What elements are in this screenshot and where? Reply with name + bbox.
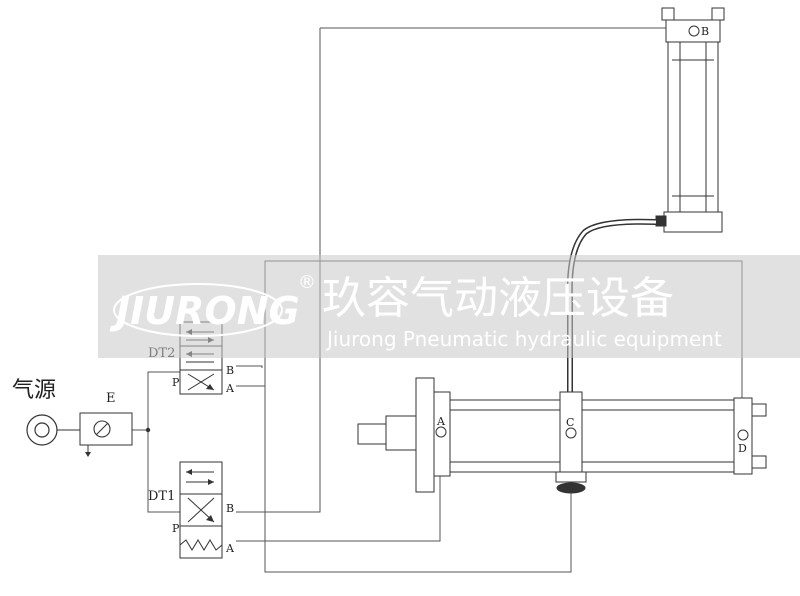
watermark-brand-logo: JIURONG xyxy=(109,289,300,333)
watermark-registered-mark: ® xyxy=(298,272,316,293)
valve-dt2-port-p: P xyxy=(172,376,180,389)
watermark: JIURONG ® 玖容气动液压设备 Jiurong Pneumatic hyd… xyxy=(98,255,800,358)
line-right-frame xyxy=(236,28,321,513)
line-dt2-b-to-booster-b xyxy=(236,365,263,368)
line-dt1-a-to-cyl-a xyxy=(236,470,441,542)
valve-dt2-port-a: A xyxy=(225,382,235,395)
valve-dt1-port-b: B xyxy=(226,502,234,515)
watermark-company-en: Jiurong Pneumatic hydraulic equipment xyxy=(325,327,722,351)
valve-dt1-label: DT1 xyxy=(148,489,175,504)
cylinder-port-c: C xyxy=(566,416,574,429)
cylinder-port-d: D xyxy=(738,442,747,455)
booster-cylinder: B xyxy=(655,7,725,233)
filter-label: E xyxy=(106,391,116,406)
valve-dt1-port-p: P xyxy=(172,522,180,535)
line-bottom-loop xyxy=(264,386,572,573)
booster-port-b: B xyxy=(701,25,709,38)
air-source-inner-circle xyxy=(34,422,50,438)
watermark-company-cn: 玖容气动液压设备 xyxy=(322,273,674,324)
air-source-outer-circle xyxy=(26,414,58,446)
solenoid-valve-dt1: DT1 P A B xyxy=(148,461,235,559)
air-source-label: 气源 xyxy=(12,378,56,403)
valve-dt1-port-a: A xyxy=(225,542,235,555)
supply-line-lower xyxy=(147,430,180,513)
main-cylinder: A C D xyxy=(357,377,767,494)
watermark-band xyxy=(98,255,800,358)
filter-regulator: E xyxy=(79,391,151,457)
supply-line xyxy=(131,371,180,431)
air-source: 气源 xyxy=(12,378,80,446)
valve-dt2-port-b: B xyxy=(226,364,234,377)
cylinder-port-a: A xyxy=(436,415,446,428)
